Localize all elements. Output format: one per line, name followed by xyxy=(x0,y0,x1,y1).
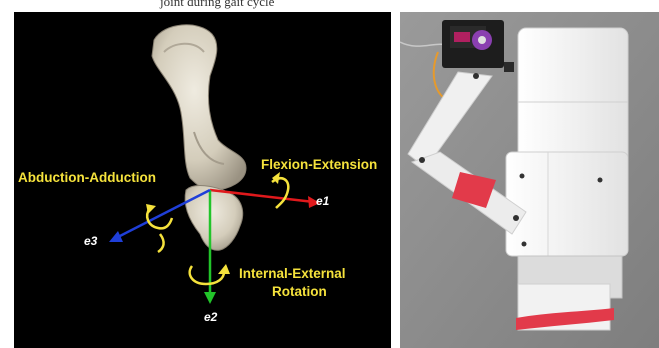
axis-e3-label: e3 xyxy=(84,234,97,248)
axis-e2-label: e2 xyxy=(204,310,217,324)
bone-axes-panel: Flexion-Extension Abduction-Adduction In… xyxy=(14,12,391,348)
internal-external-label-line2: Rotation xyxy=(272,284,327,300)
flexion-extension-label: Flexion-Extension xyxy=(261,157,377,173)
device-housing xyxy=(506,28,628,330)
lower-bone xyxy=(185,186,243,251)
axis-e1-label: e1 xyxy=(316,194,329,208)
device-photo-panel xyxy=(400,12,659,348)
caption-strip: joint during gait cycle xyxy=(0,0,659,12)
caption-fragment: joint during gait cycle xyxy=(160,0,274,10)
rotation-arrow-icon xyxy=(272,172,288,208)
device-photo xyxy=(400,12,659,348)
servo-motor xyxy=(442,20,514,72)
internal-external-label-line1: Internal-External xyxy=(239,266,346,282)
abduction-adduction-label: Abduction-Adduction xyxy=(18,170,156,186)
